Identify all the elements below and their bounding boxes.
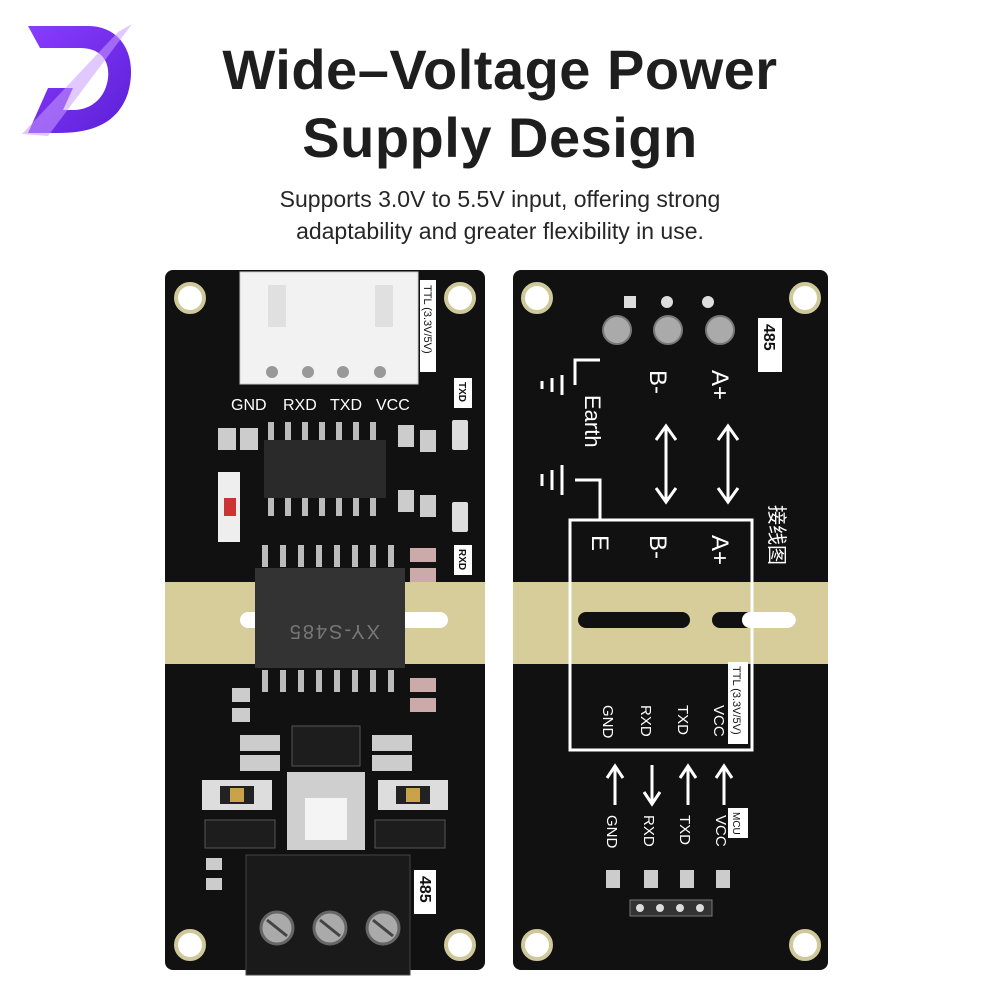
front-board: TTL (3.3V/5V) GND RXD TXD VCC TXD RXD [165, 270, 485, 976]
front-pin-rxd: RXD [283, 397, 317, 414]
product-photo: TTL (3.3V/5V) GND RXD TXD VCC TXD RXD [165, 270, 828, 976]
front-terminal-label: 485 [416, 876, 433, 903]
back-485-label: 485 [760, 324, 777, 351]
brand-logo [22, 24, 132, 136]
back-box-e: E [586, 535, 613, 551]
back-mcu-rxd: RXD [640, 815, 657, 847]
back-mcu-vcc: VCC [712, 815, 729, 847]
back-top-b: B- [644, 370, 671, 394]
subtitle-line-1: Supports 3.0V to 5.5V input, offering st… [279, 186, 721, 212]
back-mcu-label: MCU [730, 812, 741, 835]
back-mcu-gnd: GND [603, 815, 620, 849]
front-pin-vcc: VCC [376, 397, 410, 414]
back-earth-label: Earth [580, 395, 605, 448]
back-mcu-txd: TXD [676, 815, 693, 845]
back-box-b: B- [644, 535, 671, 559]
back-box-a: A+ [706, 535, 733, 565]
back-ttl-gnd: GND [599, 705, 616, 739]
back-top-a: A+ [706, 370, 733, 400]
front-pin-gnd: GND [231, 397, 267, 414]
front-led-txd: TXD [456, 382, 467, 402]
front-pin-txd: TXD [330, 397, 362, 414]
back-ttl-txd: TXD [674, 705, 691, 735]
back-ttl-rxd: RXD [637, 705, 654, 737]
headline-line-2: Supply Design [302, 106, 698, 169]
back-ttl-label: TTL (3.3V/5V) [730, 666, 742, 735]
headline-line-1: Wide–Voltage Power [222, 38, 778, 101]
subtitle-line-2: adaptability and greater flexibility in … [296, 218, 704, 244]
back-ttl-vcc: VCC [710, 705, 727, 737]
front-chip-marking: XY-S485 [288, 620, 380, 642]
front-led-rxd: RXD [456, 549, 467, 570]
front-ttl-label: TTL (3.3V/5V) [421, 285, 433, 354]
back-chinese-label: 接线图 [765, 505, 788, 565]
back-board: 485 Earth B- A+ 接线图 E B- A+ [513, 270, 828, 970]
